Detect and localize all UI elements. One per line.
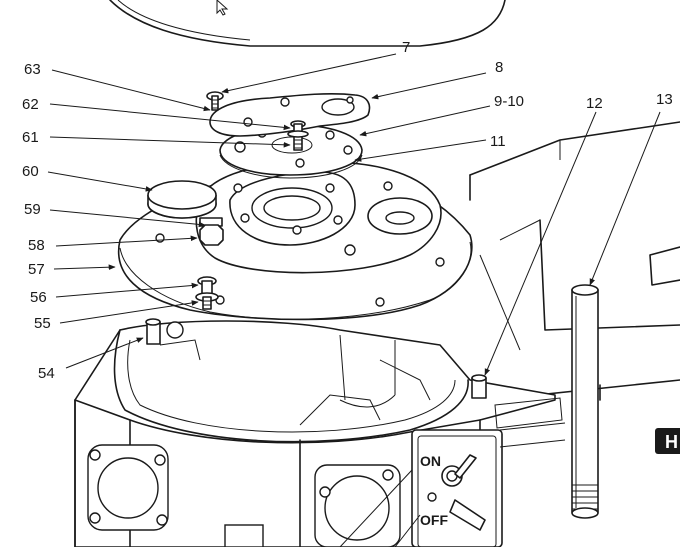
cover-lid-outline — [109, 0, 506, 47]
callout-61: 61 — [22, 129, 39, 146]
mouse-cursor-icon — [216, 0, 229, 16]
dowel-pin-54 — [145, 318, 161, 345]
switch-off-label: OFF — [420, 512, 448, 528]
callout-8: 8 — [495, 59, 503, 76]
screw-63 — [206, 91, 224, 111]
toggle-switch-icon[interactable] — [427, 454, 486, 531]
top-gasket — [209, 92, 371, 137]
pump-base-housing — [195, 161, 442, 274]
nut-58 — [199, 217, 224, 246]
brand-letter: H — [665, 432, 678, 452]
dowel-pin-12 — [471, 374, 487, 399]
screw-61-62 — [287, 120, 309, 151]
cap-plug — [147, 180, 217, 219]
callout-63: 63 — [24, 61, 41, 78]
threaded-rod-13 — [571, 284, 599, 519]
brand-badge: H — [655, 428, 680, 454]
callout-12: 12 — [586, 95, 603, 112]
callout-57: 57 — [28, 261, 45, 278]
ring-plate — [219, 124, 363, 179]
leader-lines — [47, 53, 661, 547]
screw-55-56 — [195, 276, 219, 310]
switch-on-label: ON — [420, 453, 441, 469]
callout-11: 11 — [490, 133, 506, 150]
callout-62: 62 — [22, 96, 39, 113]
callout-13: 13 — [656, 91, 673, 108]
callout-54: 54 — [38, 365, 55, 382]
callout-55: 55 — [34, 315, 51, 332]
callout-56: 56 — [30, 289, 47, 306]
callout-58: 58 — [28, 237, 45, 254]
callout-9-10: 9-10 — [494, 93, 524, 110]
callout-7: 7 — [402, 39, 410, 56]
callout-60: 60 — [22, 163, 39, 180]
callout-59: 59 — [24, 201, 41, 218]
